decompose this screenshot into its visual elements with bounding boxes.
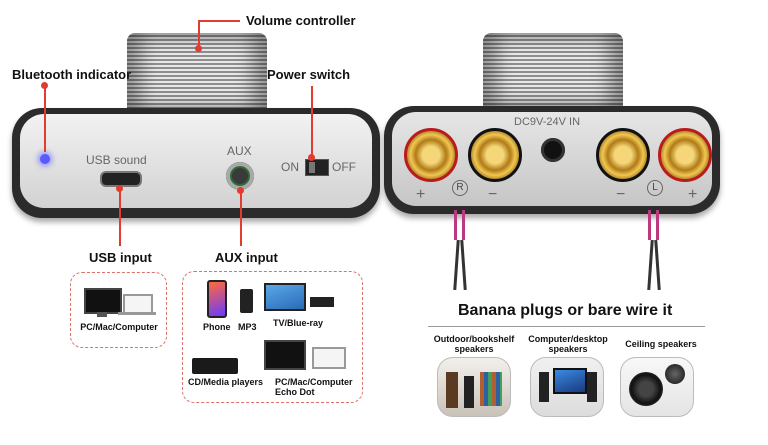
speaker-wire-right: [452, 210, 470, 291]
mp3-player-icon: [240, 289, 253, 313]
binding-post-l-plus[interactable]: [658, 128, 712, 182]
router-icon: [310, 297, 334, 307]
usb-device-label: PC/Mac/Computer: [80, 322, 158, 332]
l-channel-badge: L: [647, 180, 663, 196]
dc-input-label: DC9V-24V IN: [514, 116, 581, 128]
speaker-label-bookshelf: Outdoor/bookshelf speakers: [433, 334, 515, 354]
l-plus-sign: +: [688, 186, 698, 203]
usb-devices-box: [70, 272, 167, 348]
l-minus-sign: −: [616, 186, 626, 203]
usb-sound-label: USB sound: [86, 153, 147, 167]
binding-post-r-minus[interactable]: [468, 128, 522, 182]
phone-icon: [207, 280, 227, 318]
aux-device-label-cd: CD/Media players: [188, 377, 264, 387]
divider: [428, 326, 705, 327]
binding-post-l-minus[interactable]: [596, 128, 650, 182]
usb-input-callout: USB input: [89, 250, 152, 265]
ceiling-speaker-image: [620, 357, 694, 417]
r-plus-sign: +: [416, 186, 426, 203]
aux-laptop-icon: [312, 347, 346, 369]
banana-plugs-title: Banana plugs or bare wire it: [458, 302, 673, 319]
aux-devices-box: [182, 271, 363, 403]
laptop-icon: [123, 294, 153, 314]
monitor-icon: [84, 288, 122, 314]
bluetooth-led: [40, 154, 50, 164]
desktop-speaker-image: [530, 357, 604, 417]
aux-device-label-tv: TV/Blue-ray: [273, 318, 324, 328]
power-switch-callout: Power switch: [267, 67, 351, 82]
aux-device-label-pc: PC/Mac/Computer Echo Dot: [275, 377, 353, 397]
on-label: ON: [281, 160, 299, 174]
aux-label: AUX: [227, 144, 252, 158]
dc-power-jack[interactable]: [541, 138, 565, 162]
r-channel-badge: R: [452, 180, 468, 196]
aux-device-label-phone: Phone: [203, 322, 231, 332]
speaker-label-ceiling: Ceiling speakers: [625, 339, 697, 349]
bluetooth-indicator-callout: Bluetooth indicator: [12, 67, 132, 82]
pc-monitor-icon: [264, 340, 306, 370]
off-label: OFF: [332, 160, 356, 174]
volume-callout-line: [198, 20, 240, 22]
speaker-label-desktop: Computer/desktop speakers: [528, 334, 608, 354]
binding-post-r-plus[interactable]: [404, 128, 458, 182]
volume-callout-line-v: [198, 20, 200, 48]
front-amplifier: USB sound AUX ON OFF: [10, 0, 385, 220]
aux-input-callout: AUX input: [215, 250, 278, 265]
rear-knob: [483, 33, 623, 108]
media-player-icon: [192, 358, 238, 374]
power-switch[interactable]: [305, 159, 329, 176]
tv-icon: [264, 283, 306, 311]
aux-port[interactable]: [226, 162, 254, 190]
bookshelf-speaker-image: [437, 357, 511, 417]
speaker-wire-left: [646, 210, 664, 291]
volume-controller-callout: Volume controller: [246, 13, 356, 28]
r-minus-sign: −: [488, 186, 498, 203]
aux-device-label-mp3: MP3: [238, 322, 257, 332]
